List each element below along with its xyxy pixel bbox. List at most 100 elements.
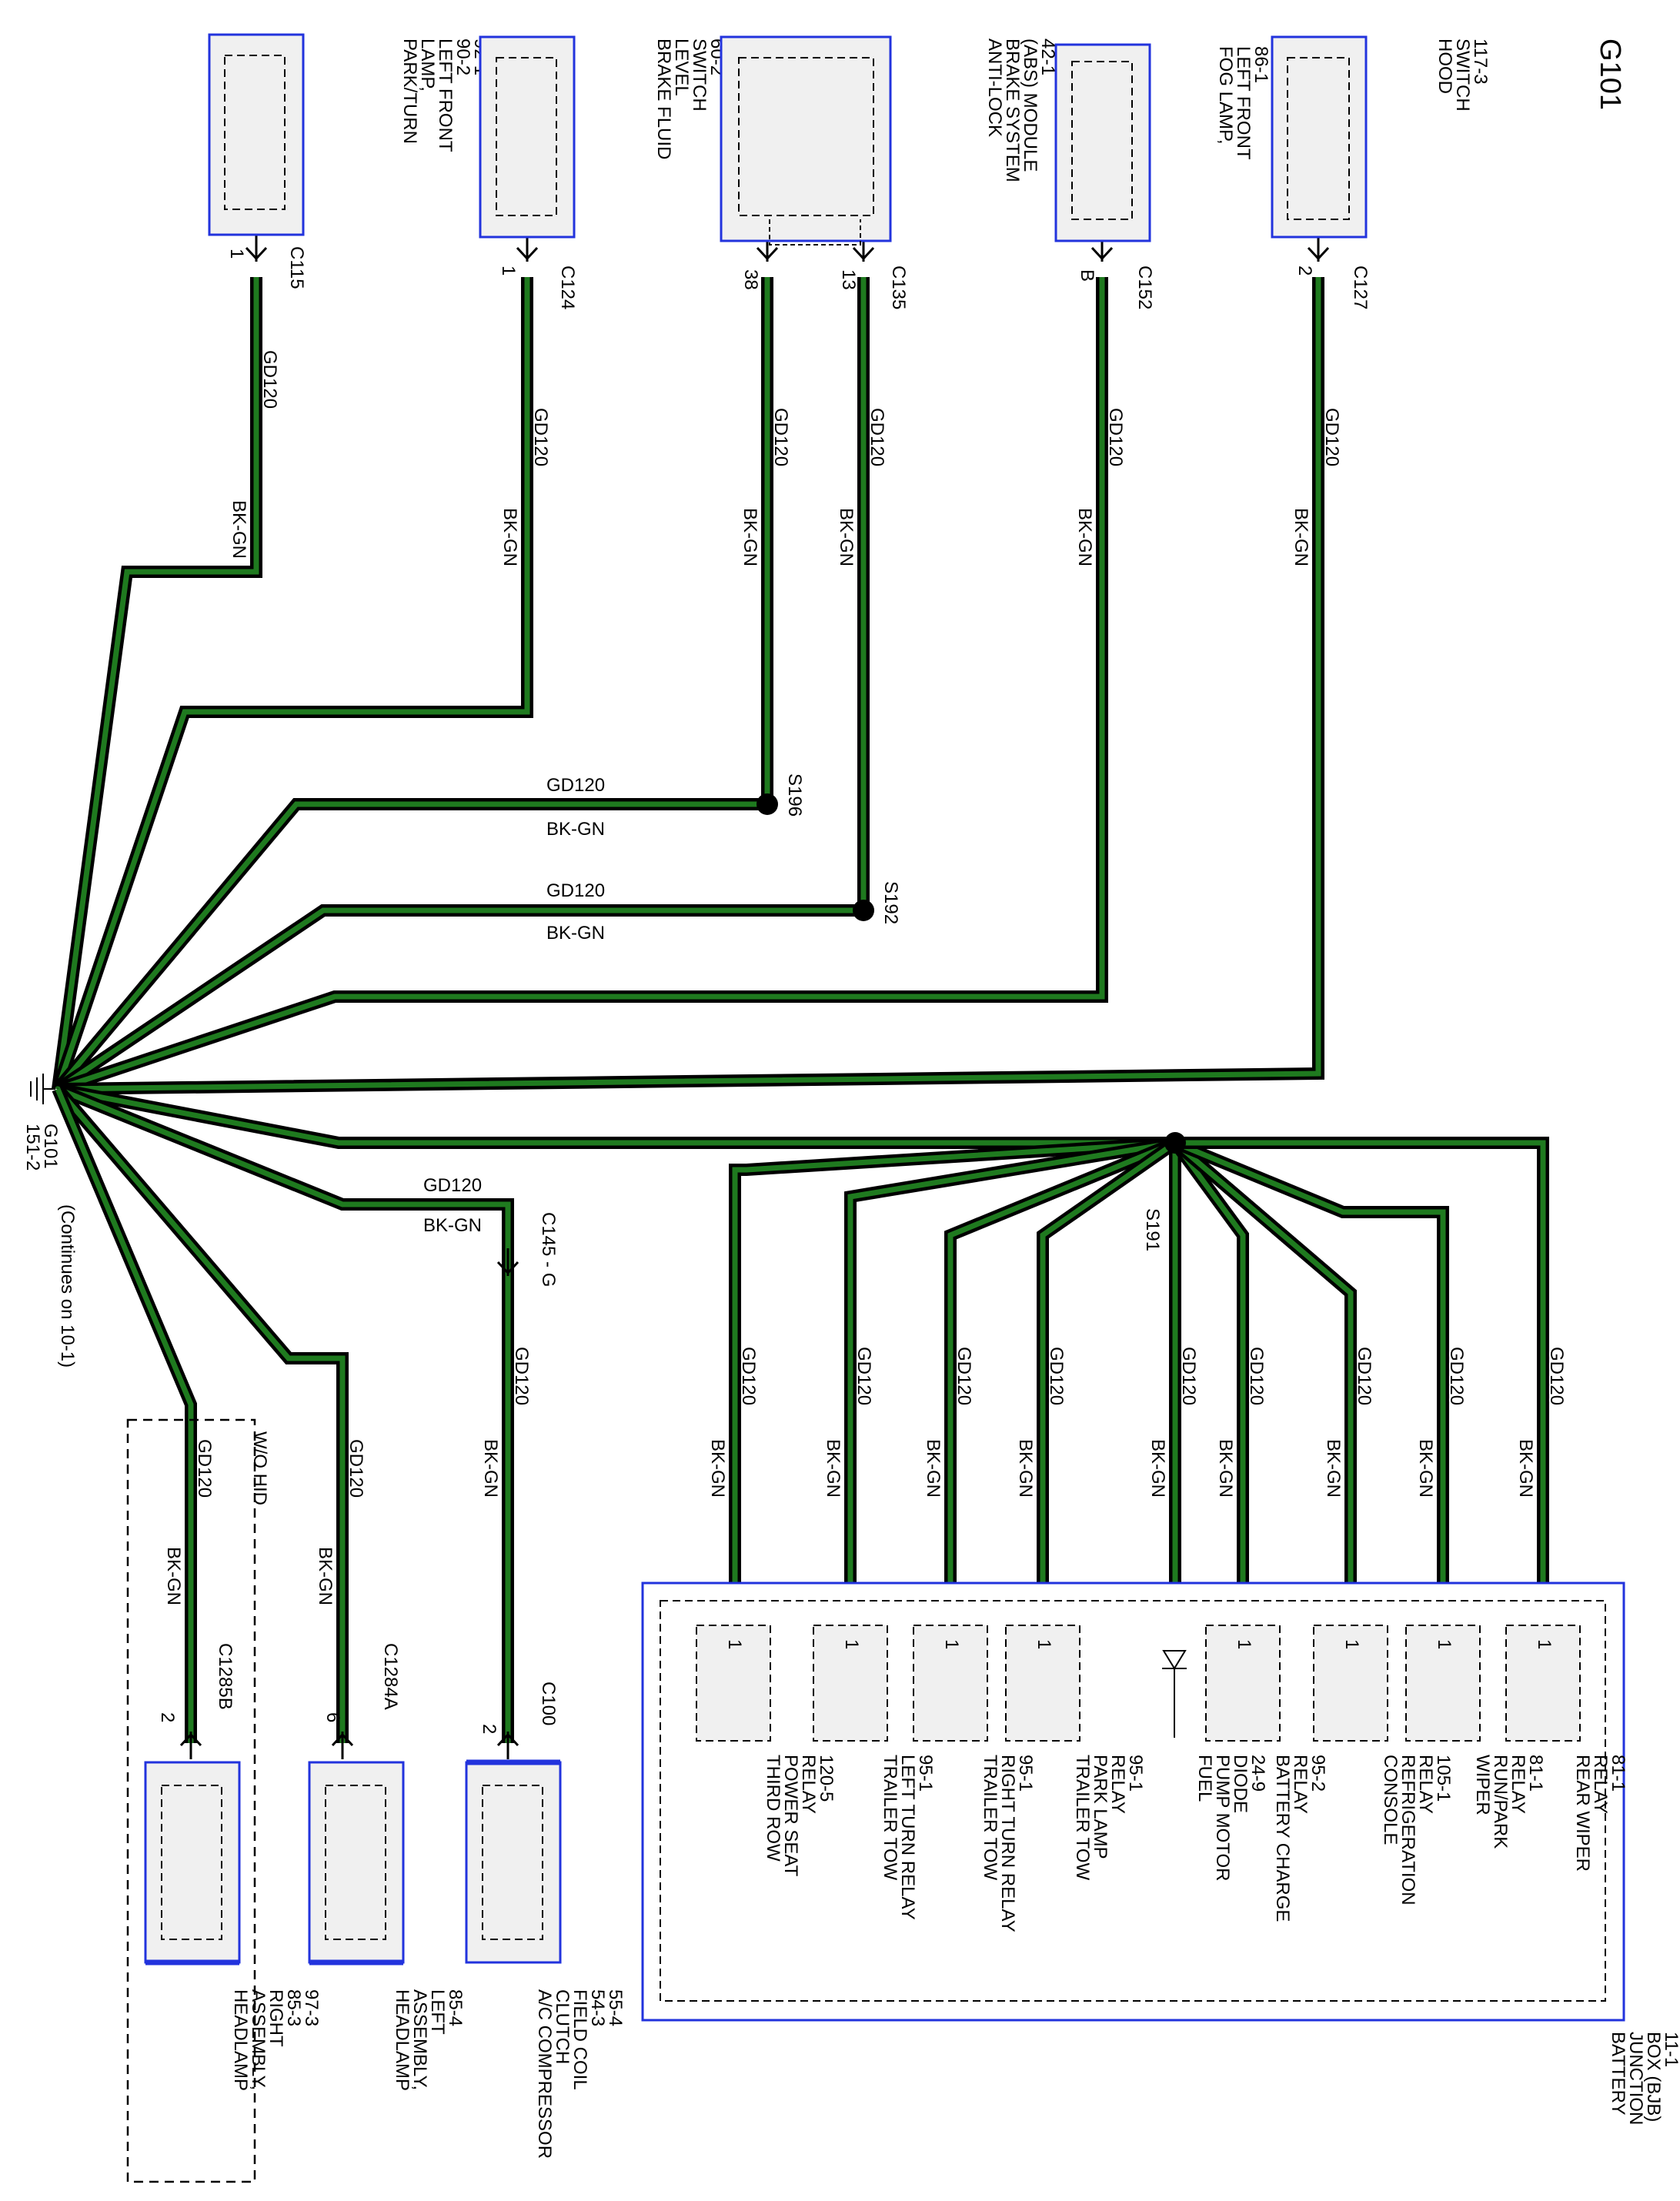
splice-s191-dot [1164,1132,1186,1154]
splice-s196-dot [757,793,778,815]
wire-circuit-label: GD120 [546,880,605,901]
pin-label: 1 [226,249,247,259]
connector-label: C1285B [215,1643,235,1710]
wire-hood-switch[interactable] [57,277,1324,1095]
component-hood-switch[interactable]: HOOD SWITCH 117-3 [1271,35,1491,239]
component-ac-compressor-clutch[interactable]: A/C COMPRESSOR CLUTCH FIELD COIL 54-3 55… [465,1212,626,2164]
wire-color-label: BK-GN [229,500,249,559]
wire-circuit-label: GD120 [1446,1347,1467,1405]
relay-label: TRAILER TOWPARK LAMPRELAY95-1 [1072,1755,1146,1880]
svg-text:BRAKE FLUID LEVEL: BRAKE FLUID LEVEL SWITCH 60-2 [653,38,727,165]
component-fog-lamp[interactable]: FOG LAMP, LEFT FRONT 86-1 [1054,43,1271,242]
relay-pin-label: 1 [941,1639,962,1649]
wire-color-label: BK-GN [499,508,520,566]
wire-headlamp-left[interactable] [52,1084,349,1743]
fuel-pump-diode-icon [1162,1650,1187,1738]
page-title: G101 [1594,38,1626,110]
wire-circuit-label: GD120 [853,1347,874,1405]
wire-ground-to-s191[interactable] [56,1083,1175,1149]
wire-color-label: BK-GN [1015,1439,1036,1498]
wire-bjb-relay-3[interactable] [1037,1137,1179,1585]
connector-label: C152 [1134,266,1155,309]
pin-label: 1 [498,266,519,276]
svg-text:HOOD SWITCH 117-3: HOOD SWITCH 117-3 [1435,38,1491,116]
ground-ref: 151-2 [22,1124,43,1171]
wire-circuit-label: GD120 [423,1175,482,1196]
wire-bjb-relay-0[interactable] [729,1137,1176,1585]
ground-g101[interactable]: G101 151-2 (Continues on 10-1) [22,1074,78,1368]
wire-circuit-label: GD120 [530,408,551,466]
component-headlamp-left[interactable]: HEADLAMP ASSEMBLY, LEFT 85-4 C1284A 6 [308,1643,466,2096]
wire-color-label: BK-GN [923,1439,944,1498]
inline-connector-label: C145 - G [538,1212,559,1287]
component-headlamp-right[interactable]: W/O HID HEADLAMP ASSEMBLY, RIGHT 85-3 97… [126,1418,322,2183]
option-label: W/O HID [249,1431,270,1505]
pin-label: 38 [740,269,761,290]
wire-ac-compressor[interactable] [55,1083,514,1743]
relay-pin-label: 1 [841,1639,862,1649]
splice-s192: S192 [880,881,901,924]
relay-pin-label: 1 [1341,1639,1362,1649]
wire-park-turn-lamp[interactable] [52,277,262,1090]
wire-bjb-relay-6[interactable] [1171,1137,1357,1585]
connector-chevron-icon [179,1732,202,1759]
component-brake-fluid-switch[interactable]: BRAKE FLUID LEVEL SWITCH 60-2 [479,35,727,239]
connector-label: C1284A [380,1643,401,1710]
relay-pin-label: 1 [1434,1639,1455,1649]
wires-layer: GD120BK-GNGD120BK-GNGD120BK-GNGD120BK-GN… [52,234,1567,1759]
relay-label: THIRD ROWPOWER SEATRELAY120-5 [763,1755,837,1877]
relay-label: FUELPUMP MOTORDIODE24-9 [1194,1755,1268,1881]
wire-color-label: BK-GN [163,1547,184,1605]
ground-note: (Continues on 10-1) [57,1204,78,1368]
svg-text:PARK/TURN LAMP, LE: PARK/TURN LAMP, LEFT FRONT 90-2 92-1 [399,38,491,157]
connector-chevron-icon [516,234,539,262]
relay-label: WIPERRUN/PARKRELAY81-1 [1472,1755,1546,1849]
connector-label: C135 [888,266,909,309]
connector-chevron-icon [1307,234,1330,262]
wire-color-label: BK-GN [1215,1439,1236,1498]
wire-color-label: BK-GN [423,1215,482,1236]
wire-color-label: BK-GN [740,508,760,566]
wire-bjb-relay-7[interactable] [1172,1137,1449,1585]
connector-chevron-icon [496,1732,519,1759]
wire-bjb-relay-2[interactable] [944,1137,1178,1585]
wire-headlamp-right[interactable] [52,1086,197,1743]
wire-abs-pin13[interactable] [54,277,870,1094]
wire-abs-pin38[interactable] [52,277,773,1094]
svg-text:FOG LAMP, LEFT FRONT: FOG LAMP, LEFT FRONT 86-1 [1215,46,1271,165]
splice-s191: S191 [1142,1208,1163,1251]
wire-color-label: BK-GN [823,1439,843,1498]
wire-brake-fluid-switch[interactable] [52,277,533,1091]
wire-circuit-label: GD120 [1546,1347,1567,1405]
ground-name: G101 [40,1124,61,1169]
wire-bjb-relay-5[interactable] [1170,1139,1249,1585]
wire-bjb-relay-1[interactable] [844,1137,1177,1585]
bjb-relay[interactable]: FUELPUMP MOTORDIODE24-9 [1194,1755,1268,1881]
wire-fuel-pump-diode[interactable] [1169,1143,1181,1651]
pin-label: 2 [157,1712,178,1722]
wire-color-label: BK-GN [546,819,605,840]
wire-circuit-label: GD120 [1321,408,1342,466]
component-park-turn-lamp[interactable]: PARK/TURN LAMP, LEFT FRONT 90-2 92-1 [208,33,491,236]
pin-label: B [1077,269,1097,282]
connector-chevron-icon [245,234,268,262]
wire-bjb-relay-8[interactable] [1175,1137,1549,1585]
component-abs-module[interactable]: ANTI-LOCK BRAKE SYSTEM (ABS) MODULE 42-1 [720,35,1058,245]
wire-fog-lamp[interactable] [55,277,1108,1095]
wire-circuit-label: GD120 [259,350,280,409]
wire-color-label: BK-GN [1415,1439,1436,1498]
relay-pin-label: 1 [1234,1639,1254,1649]
wire-color-label: BK-GN [1074,508,1095,566]
wire-circuit-label: GD120 [1354,1347,1374,1405]
wire-circuit-label: GD120 [511,1347,532,1405]
splice-labels: S196 S192 S191 [784,773,1163,1251]
